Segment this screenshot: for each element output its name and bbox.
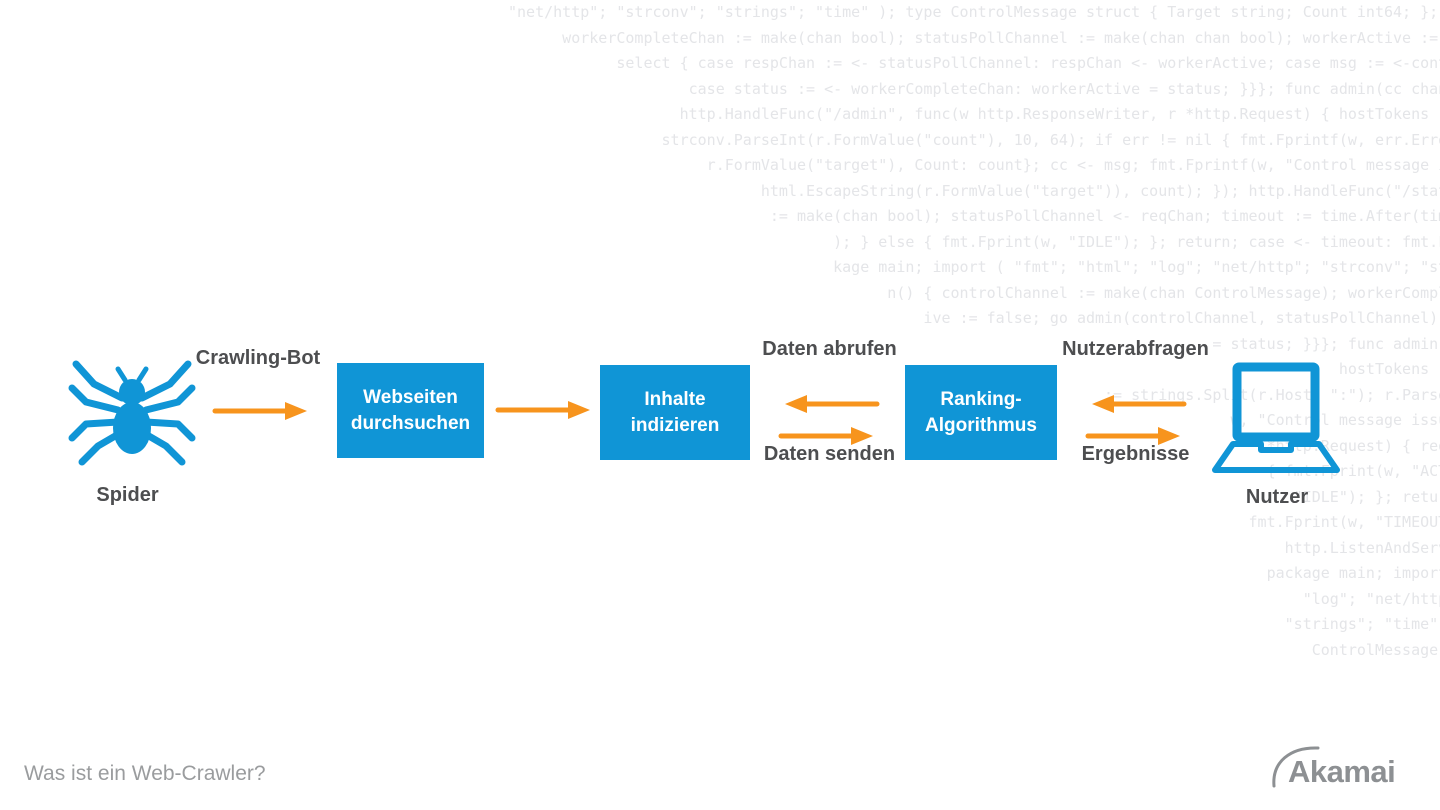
flow-box-label-line: indizieren [630, 414, 720, 436]
nutzerabfragen-label: Nutzerabfragen [1062, 338, 1209, 360]
akamai-swoosh-icon [1272, 746, 1320, 788]
akamai-logo-text: Akamai [1288, 754, 1395, 789]
ergebnisse-label: Ergebnisse [1081, 443, 1190, 465]
index-arrow-icon [495, 401, 590, 419]
nutzer-label: Nutzer [1245, 486, 1309, 508]
ergebnisse-arrow-icon [1085, 427, 1180, 445]
daten-abrufen-arrow-icon [785, 395, 880, 413]
laptop-icon [1212, 362, 1340, 473]
akamai-logo: Akamai [1272, 746, 1396, 789]
flow-box-inhalte-indizieren: Inhalte indizieren [600, 365, 750, 460]
daten-senden-arrow-icon [778, 427, 873, 445]
flow-box-label-line: Inhalte [644, 388, 706, 410]
daten-abrufen-label: Daten abrufen [762, 338, 897, 360]
crawling-bot-label: Crawling-Bot [195, 347, 321, 369]
spider-icon [68, 360, 196, 466]
background-code: "net/http"; "strconv"; "strings"; "time"… [508, 3, 1440, 659]
flow-box-label-line: Webseiten [363, 386, 458, 408]
daten-senden-label: Daten senden [763, 443, 896, 465]
crawl-arrow-icon [212, 402, 307, 420]
flow-box-ranking-algorithmus: Ranking- Algorithmus [905, 365, 1057, 460]
spider-label: Spider [96, 484, 159, 506]
flow-box-webseiten-durchsuchen: Webseiten durchsuchen [337, 363, 484, 458]
flow-box-label-line: Algorithmus [925, 414, 1037, 436]
page-title: Was ist ein Web-Crawler? [24, 762, 266, 785]
nutzerabfragen-arrow-icon [1092, 395, 1187, 413]
flow-box-label-line: Ranking- [940, 388, 1022, 410]
flow-box-label-line: durchsuchen [350, 412, 471, 434]
